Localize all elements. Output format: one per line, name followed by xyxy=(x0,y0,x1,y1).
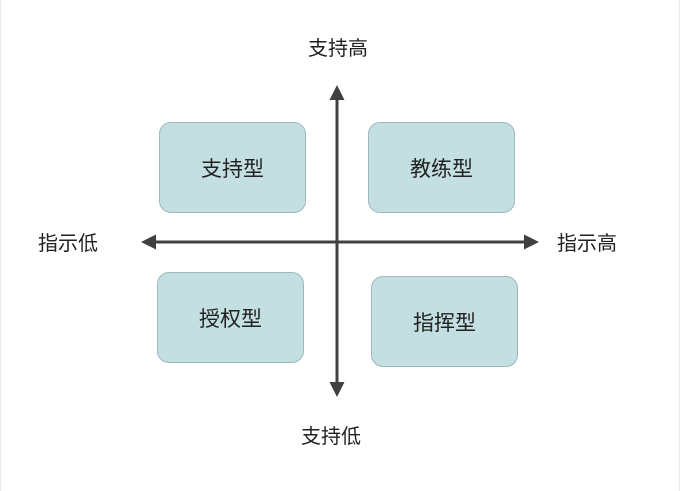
axis-label-support-low: 支持低 xyxy=(301,424,361,448)
axis-label-direction-high: 指示高 xyxy=(557,231,617,255)
axis-label-direction-low: 指示低 xyxy=(38,231,98,255)
quadrant-supporting: 支持型 xyxy=(159,122,306,213)
quadrant-delegating: 授权型 xyxy=(157,272,304,363)
axis-label-support-high: 支持高 xyxy=(308,36,368,60)
quadrant-directing: 指挥型 xyxy=(371,276,518,367)
quadrant-coaching: 教练型 xyxy=(368,122,515,213)
